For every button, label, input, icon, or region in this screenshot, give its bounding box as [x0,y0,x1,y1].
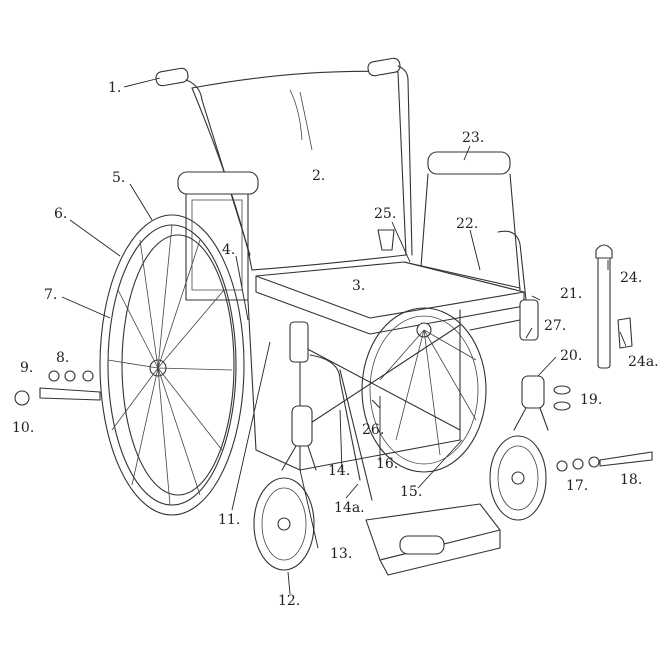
label-22: 22. [456,216,478,232]
label-8: 8. [56,350,69,366]
push-handles [155,57,413,256]
left-caster [253,405,317,571]
label-12: 12. [278,593,300,609]
frame [247,299,539,481]
label-25: 25. [374,206,396,222]
label-10: 10. [12,420,34,436]
label-9: 9. [20,360,33,376]
label-7: 7. [44,287,57,303]
label-20: 20. [560,348,582,364]
label-17: 17. [566,478,588,494]
loose-parts [14,229,653,472]
label-3: 3. [352,278,365,294]
label-5: 5. [112,170,125,186]
bolt-9 [39,387,101,401]
callout-labels: 1. 2. 3. 4. 5. 6. 7. 8. 9. 10. 11. 12. 1… [12,80,659,609]
label-14: 14. [328,463,350,479]
label-18: 18. [620,472,642,488]
rear-wheel [99,214,245,516]
label-24: 24. [620,270,642,286]
washer-10 [14,390,30,406]
far-rear-wheel [361,307,487,473]
label-2: 2. [312,168,325,184]
left-armrest [177,171,259,301]
right-armrest [419,151,527,301]
label-1: 1. [108,80,121,96]
right-caster [489,375,549,521]
label-21: 21. [560,286,582,302]
label-19: 19. [580,392,602,408]
label-16: 16. [376,456,398,472]
wheelchair-drawing [14,57,653,576]
label-24a: 24a. [628,354,659,370]
label-15: 15. [400,484,422,500]
footrest [339,369,501,576]
label-6: 6. [54,206,67,222]
label-14a: 14a. [334,500,365,516]
label-23: 23. [462,130,484,146]
label-13: 13. [330,546,352,562]
leader-lines [61,77,627,595]
label-11: 11. [218,512,240,528]
label-4: 4. [222,242,235,258]
label-27: 27. [544,318,566,334]
label-26: 26. [362,422,384,438]
